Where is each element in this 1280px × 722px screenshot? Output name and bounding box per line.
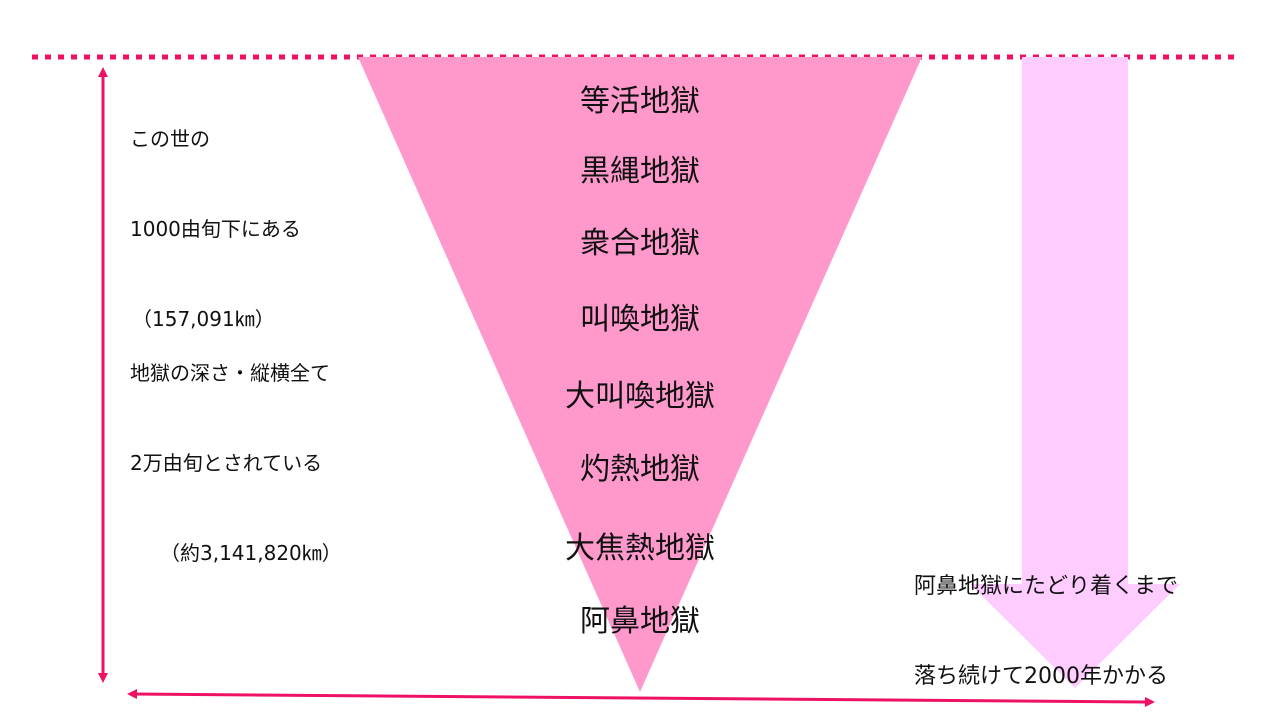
hell-level-label: 灼熱地獄 xyxy=(580,452,700,487)
surface-note-line: この世の xyxy=(130,127,210,151)
depth-note: 地獄の深さ・縦横全て 2万由旬とされている （約3,141,820㎞） xyxy=(130,298,342,598)
fall-note-line: 阿鼻地獄にたどり着くまで xyxy=(914,574,1179,599)
depth-note-line: 2万由旬とされている xyxy=(130,451,323,475)
hell-level-label: 大焦熱地獄 xyxy=(565,531,715,566)
fall-down-arrow xyxy=(970,57,1180,688)
surface-note-line: （157,091㎞） xyxy=(132,307,275,331)
hell-level-label: 等活地獄 xyxy=(580,84,700,119)
depth-note-line: 地獄の深さ・縦横全て xyxy=(130,361,330,385)
fall-note-line: 落ち続けて2000年かかる xyxy=(914,664,1168,689)
fall-note: 阿鼻地獄にたどり着くまで 落ち続けて2000年かかる xyxy=(914,512,1178,722)
horizontal-width-arrow xyxy=(127,689,1155,707)
hell-level-label: 衆合地獄 xyxy=(580,226,700,261)
hell-level-label: 大叫喚地獄 xyxy=(565,379,715,414)
hell-level-label: 叫喚地獄 xyxy=(580,302,700,337)
hell-level-label: 黒縄地獄 xyxy=(580,154,700,189)
hell-level-label: 阿鼻地獄 xyxy=(580,604,700,639)
surface-note-line: 1000由旬下にある xyxy=(130,217,301,241)
hell-triangle xyxy=(358,57,922,692)
surface-note: この世の 1000由旬下にある （157,091㎞） xyxy=(130,64,301,364)
depth-note-line: （約3,141,820㎞） xyxy=(160,541,342,565)
